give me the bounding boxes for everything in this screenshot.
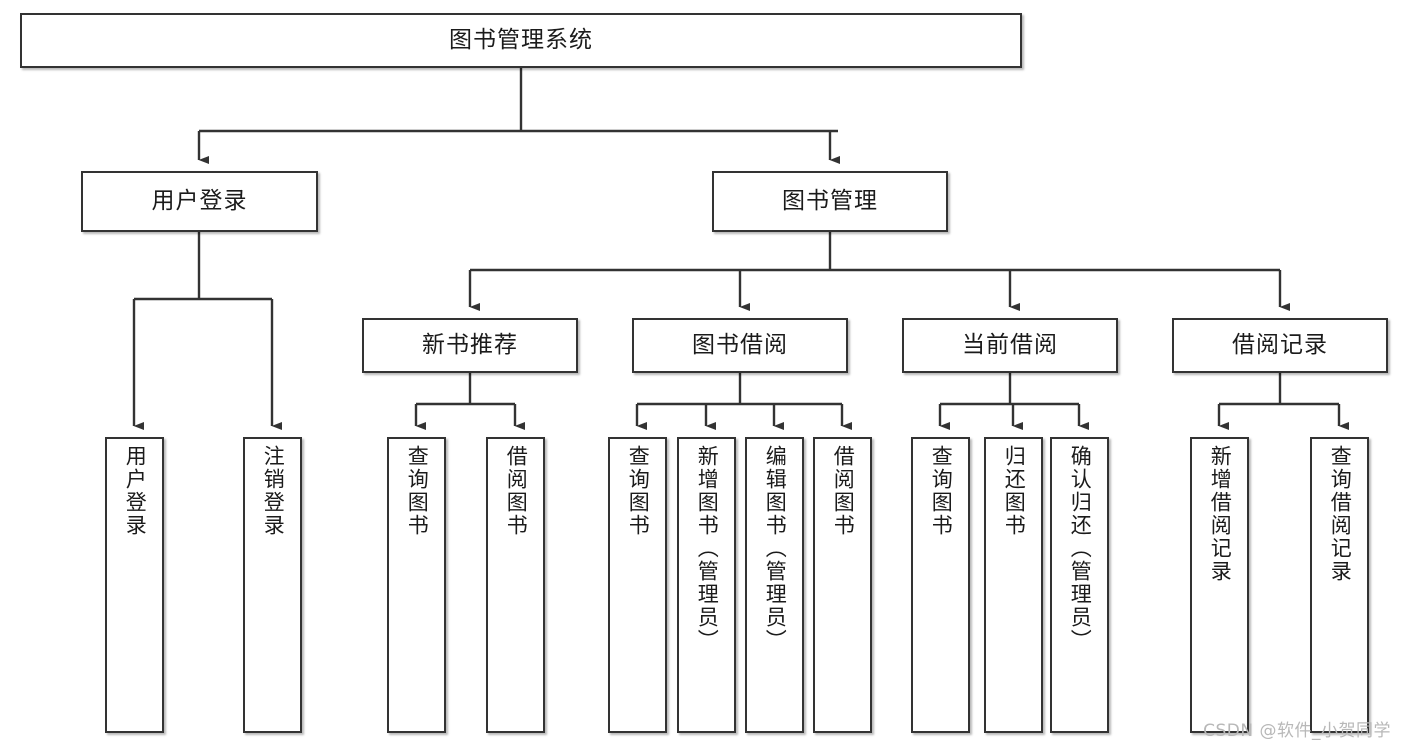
leaf-label: 确认归还（管理员） <box>1068 445 1093 652</box>
leaf-label: 借阅图书 <box>504 445 529 537</box>
node-new-book-recommend[interactable]: 新书推荐 <box>362 318 578 373</box>
node-borrow-record[interactable]: 借阅记录 <box>1172 318 1388 373</box>
node-label: 图书管理 <box>782 187 878 214</box>
node-label: 当前借阅 <box>962 331 1058 358</box>
leaf-add-book-admin[interactable]: 新增图书（管理员） <box>677 437 736 733</box>
leaf-user-login[interactable]: 用户登录 <box>105 437 164 733</box>
watermark: CSDN @软件_小贺同学 <box>1203 721 1391 741</box>
leaf-logout-login[interactable]: 注销登录 <box>243 437 302 733</box>
leaf-label: 注销登录 <box>261 445 286 537</box>
node-book-management[interactable]: 图书管理 <box>712 171 948 232</box>
node-label: 图书借阅 <box>692 331 788 358</box>
leaf-label: 用户登录 <box>123 445 148 537</box>
leaf-label: 查询借阅记录 <box>1328 445 1353 583</box>
leaf-label: 查询图书 <box>626 445 651 537</box>
leaf-label: 归还图书 <box>1002 445 1027 537</box>
node-user-login[interactable]: 用户登录 <box>81 171 318 232</box>
node-root[interactable]: 图书管理系统 <box>20 13 1022 68</box>
leaf-return-book[interactable]: 归还图书 <box>984 437 1043 733</box>
node-label: 借阅记录 <box>1232 331 1328 358</box>
leaf-label: 新增借阅记录 <box>1208 445 1233 583</box>
leaf-query-book-current[interactable]: 查询图书 <box>911 437 970 733</box>
leaf-label: 查询图书 <box>405 445 430 537</box>
leaf-query-borrow-record[interactable]: 查询借阅记录 <box>1310 437 1369 733</box>
node-label: 用户登录 <box>151 187 248 214</box>
leaf-label: 查询图书 <box>929 445 954 537</box>
leaf-label: 借阅图书 <box>831 445 856 537</box>
leaf-label: 编辑图书（管理员） <box>763 445 788 652</box>
leaf-query-book-borrow[interactable]: 查询图书 <box>608 437 667 733</box>
leaf-edit-book-admin[interactable]: 编辑图书（管理员） <box>745 437 804 733</box>
leaf-borrow-book[interactable]: 借阅图书 <box>813 437 872 733</box>
node-root-label: 图书管理系统 <box>449 26 593 53</box>
leaf-borrow-book-recommend[interactable]: 借阅图书 <box>486 437 545 733</box>
leaf-label: 新增图书（管理员） <box>695 445 720 652</box>
leaf-confirm-return-admin[interactable]: 确认归还（管理员） <box>1050 437 1109 733</box>
leaf-query-book-recommend[interactable]: 查询图书 <box>387 437 446 733</box>
node-current-borrow[interactable]: 当前借阅 <box>902 318 1118 373</box>
node-book-borrow[interactable]: 图书借阅 <box>632 318 848 373</box>
node-label: 新书推荐 <box>422 331 518 358</box>
leaf-add-borrow-record[interactable]: 新增借阅记录 <box>1190 437 1249 733</box>
